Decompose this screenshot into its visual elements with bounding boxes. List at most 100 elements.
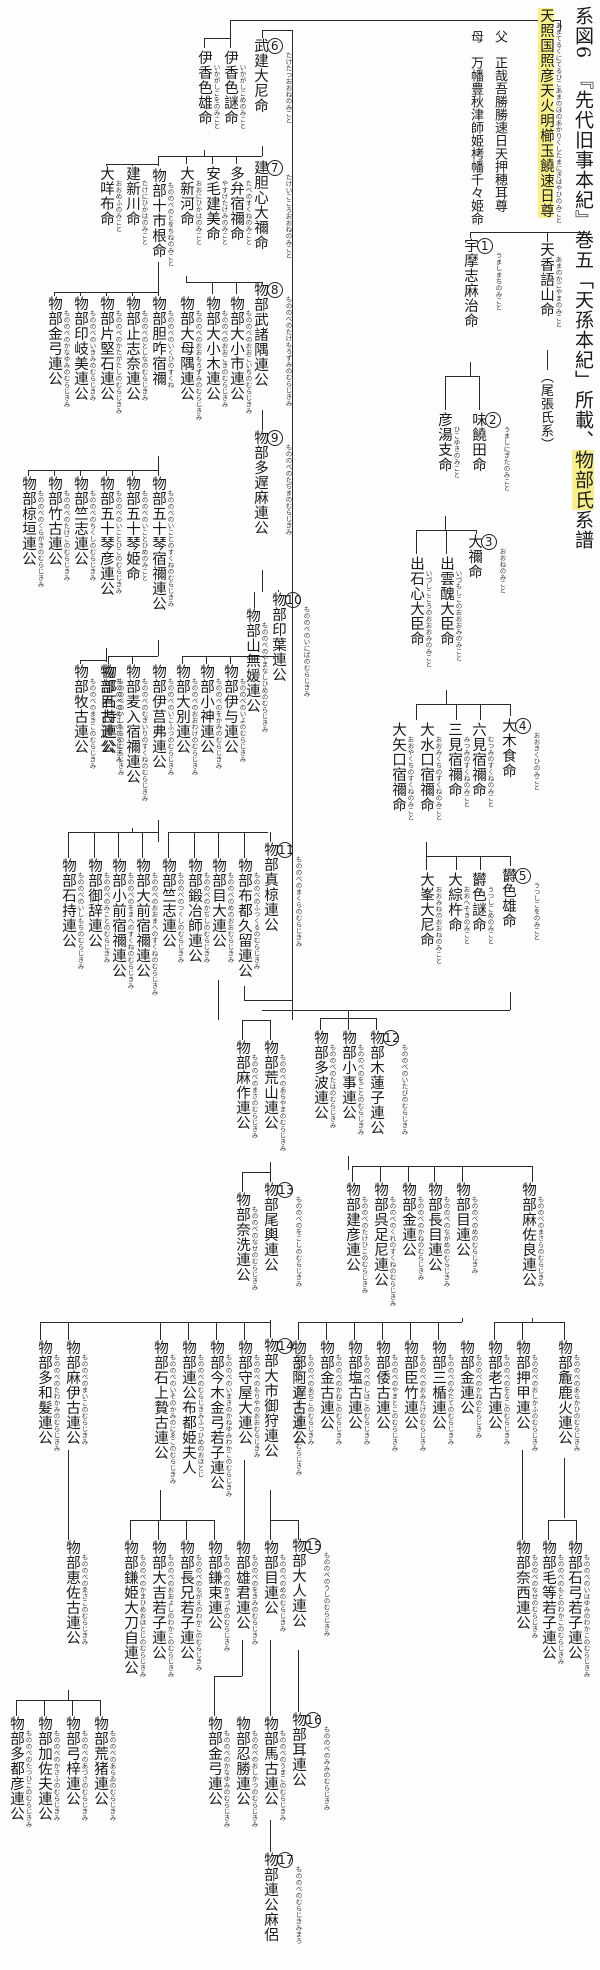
furigana-reading: もののべのをごとのむらじきみ: [356, 1044, 364, 1135]
person-node-oyakuchi: 大矢口宿禰命おおやくちのすくねのみこと: [390, 722, 414, 821]
connector-line: [262, 30, 263, 38]
furigana-reading: もののべのあらゐのむらじきみ: [108, 1730, 116, 1821]
person-node-mitsumi: 三見宿禰命みつみのすくねのみこと: [446, 722, 470, 808]
person-node-kasafu: 物部加佐夫連公もののべのかさふのむらじきみ: [36, 1716, 60, 1821]
connector-line: [445, 376, 446, 410]
connector-line: [270, 1820, 271, 1852]
furigana-reading: もののべのいことのすくねのむらじきみ: [166, 490, 174, 607]
furigana-reading: もののべのつくしのむらじきみ: [176, 872, 184, 963]
furigana-reading: おおにひかはのみこと: [194, 180, 202, 245]
furigana-reading: もののべのいそのかみのにゑこのむらじきみ: [168, 1354, 176, 1484]
person-name: 大綜杵命: [446, 872, 462, 932]
person-name: 物部長目連公: [426, 1182, 442, 1272]
connector-line: [130, 1520, 214, 1521]
person-name: 建胆心大禰命: [252, 160, 268, 250]
person-name: 物部尾輿連公: [262, 1182, 278, 1272]
person-name: 物部麻伊古連公: [64, 1340, 80, 1445]
person-node-maiko: 物部麻伊古連公もののべのまいこのむらじきみ: [64, 1340, 88, 1445]
person-node-tatsuhiko: 物部多都彦連公もののべのたつひこのむらじきみ: [8, 1716, 32, 1828]
person-node-kanayumi1: 物部金弓連公もののべのかなゆみのむらじきみ: [46, 296, 70, 408]
person-name: 物部多都彦連公: [8, 1716, 24, 1821]
connector-line: [354, 1322, 355, 1340]
furigana-reading: うつしこめのみこと: [486, 886, 494, 945]
person-node-root: 天照国照彦天火明櫛玉饒速日尊あまてるくにてるひこあまのほのあかりくしたまにぎはや…: [538, 8, 562, 224]
person-node-kuragaki: 物部椋垣連公もののべのくらがきのむらじきみ: [20, 476, 44, 588]
furigana-reading: もののべのたけこのむらじきみ: [62, 490, 70, 581]
person-node-arakahi: 物部麁鹿火連公もののべのあらかひのむらじきみ: [556, 1340, 580, 1452]
person-node-omura: 物部目大連公もののべのめのおおむらじきみ: [210, 858, 234, 963]
connector-line: [186, 282, 262, 283]
furigana-reading: もののべのたわかみのむらじきみ: [52, 1354, 60, 1452]
person-name: 天香語山命: [538, 242, 554, 317]
person-name: 大新河命: [178, 166, 194, 226]
furigana-reading: あまてるくにてるひこあまのほのあかりくしたまにぎはやひのみこと: [554, 22, 562, 224]
furigana-reading: うましにぎたのみこと: [502, 426, 510, 491]
generation-number: 1: [477, 238, 493, 254]
connector-line: [576, 1520, 577, 1540]
person-node-tabe: 多弁宿禰命たべのすくねのみこと: [228, 166, 252, 245]
furigana-reading: もののべのまさらのむらじきみ: [536, 1196, 544, 1287]
furigana-reading: もののべのもとのわかこのむらじきみ: [556, 1554, 564, 1665]
connector-line: [118, 832, 119, 858]
person-name: 物部麦入宿禰連公: [124, 664, 140, 784]
furigana-reading: おおやくちのすくねのみこと: [406, 736, 414, 821]
person-name: 物部奈洗連公: [234, 1192, 250, 1282]
person-node-motonowaka: 物部毛等若子連公もののべのもとのわかこのむらじきみ: [540, 1540, 564, 1665]
connector-line: [547, 350, 548, 370]
furigana-reading: もののべのいまきのかねゆみわかこのむらじきみ: [224, 1354, 232, 1497]
furigana-reading: もののべのあづさのむらじきみ: [80, 1730, 88, 1821]
furigana-reading: もののべのおみたけのむらじきみ: [418, 1354, 426, 1452]
person-node-onako: 物部老古連公もののべのをなこのむらじきみ: [486, 1340, 510, 1445]
connector-line: [262, 570, 263, 592]
father-name: 父 正哉吾勝勝速日天押穂耳尊: [492, 30, 507, 212]
person-name: 物部麻佐良連公: [520, 1182, 536, 1287]
connector-line: [298, 1650, 299, 1712]
furigana-reading: もののべのむらじきみまろ: [294, 1866, 302, 1944]
connector-line: [54, 470, 55, 476]
connector-line: [470, 232, 471, 238]
furigana-reading: やすけたけみのみこと: [220, 180, 228, 245]
furigana-reading: もののべのいたびのむらじきみ: [400, 1044, 408, 1135]
furigana-reading: もののべのいくひのすくね: [166, 310, 174, 388]
connector-line: [348, 1010, 349, 1018]
person-node-nagaewaka: 物部長兄若子連公もののべのながえのわかこのむらじきみ: [178, 1540, 202, 1671]
connector-line: [186, 156, 187, 164]
person-node-chikushi1: 物部竺志連公もののべのちくしのむらじきみ: [72, 476, 96, 581]
person-node-me3: 物部目連公もののべのめのむらじきみ: [262, 1540, 286, 1632]
person-name: 欝色雄命: [500, 868, 516, 928]
furigana-reading: もののべのをまへのすくねのむらじきみ: [126, 872, 134, 989]
connector-line: [100, 1700, 101, 1716]
furigana-reading: もののべのおおこいちのむらじきみ: [244, 310, 252, 414]
connector-line: [445, 376, 479, 377]
person-name: 物部恵佐古連公: [64, 1540, 80, 1645]
connector-line: [320, 1018, 321, 1030]
connector-line: [214, 1676, 242, 1677]
person-name: 物部荒山連公: [262, 1040, 278, 1130]
person-node-ishimochi2: 物部石持連公もののべのいしもちのむらじきみ: [60, 858, 84, 970]
person-name: 大禰命: [466, 534, 482, 579]
connector-line: [186, 156, 262, 157]
connector-line: [28, 470, 158, 471]
furigana-reading: もののべのうまこのむらじきみ: [278, 1730, 286, 1821]
connector-line: [510, 856, 511, 866]
person-node-omomozumi: 物部大母隅連公もののべのおおもろずみのむらじきみ: [178, 296, 202, 421]
furigana-reading: もののべのみたてのむらじきみ: [446, 1354, 454, 1445]
connector-line: [16, 1700, 100, 1701]
furigana-reading: もののべのいことひめのみこと: [140, 490, 148, 581]
generation-number: 14: [277, 1338, 295, 1354]
connector-line: [212, 156, 213, 164]
person-name: 建新川命: [124, 166, 140, 226]
person-node-katakashi: 物部片堅石連公もののべのかたがたしのむらじきみ: [98, 296, 122, 414]
person-node-ikimi: 物部印岐美連公もののべのいきみのむらじきみ: [72, 296, 96, 401]
person-node-chikushi2: 物部竺志連公もののべのつくしのむらじきみ: [160, 858, 184, 963]
person-node-shioko: 物部塩古連公もののべのしほこのむらじきみ: [346, 1340, 370, 1445]
furigana-reading: もののべのやまとこのむらじきみ: [390, 1354, 398, 1452]
person-name: 物部胆咋宿禰: [150, 296, 166, 386]
person-name: 宇摩志麻治命: [462, 238, 478, 328]
person-name: 物部加佐夫連公: [36, 1716, 52, 1821]
person-name: 物部牧古連公: [72, 664, 88, 754]
person-name: 物部御辞連公: [86, 858, 102, 948]
